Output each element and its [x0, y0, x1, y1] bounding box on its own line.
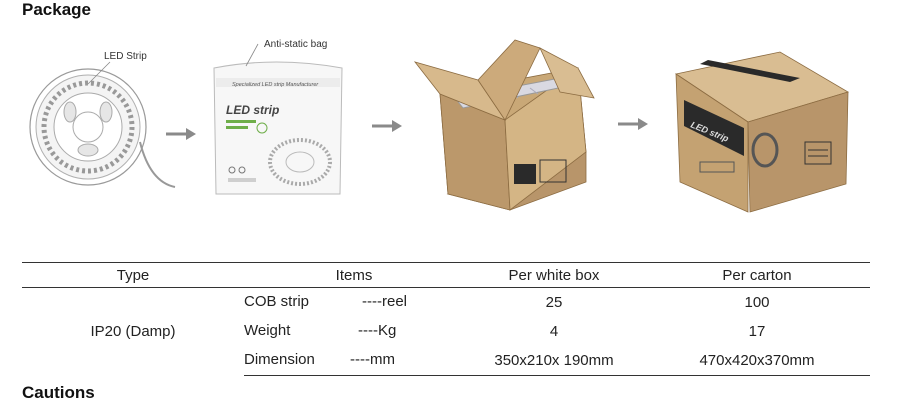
arrow-icon	[372, 120, 402, 132]
table-row: IP20 (Damp) COB strip ----reel 25 100	[22, 288, 870, 340]
package-heading: Package	[22, 0, 91, 19]
sealed-carton-box: LED strip	[674, 51, 849, 213]
led-strip-label: LED Strip	[104, 51, 147, 62]
item-name: Weight	[244, 322, 291, 339]
item-unit: ----mm	[350, 351, 395, 368]
header-items: Items	[244, 262, 464, 288]
item-cell: COB strip ----reel	[244, 288, 464, 318]
cautions-heading: Cautions	[22, 383, 95, 402]
header-per-white-box: Per white box	[464, 262, 644, 288]
table-row: Dimension ----mm 350x210x 190mm 470x420x…	[22, 346, 870, 376]
carton-value: 17	[748, 323, 766, 340]
arrow-icon	[618, 118, 648, 130]
package-table: Type Items Per white box Per carton IP20…	[22, 262, 870, 376]
header-type: Type	[22, 262, 244, 288]
white-box-value: 4	[549, 323, 559, 340]
led-strip-reel	[29, 61, 176, 188]
carton-value: 470x420x370mm	[644, 346, 870, 376]
anti-static-bag-label: Anti-static bag	[264, 39, 327, 50]
table-header-row: Type Items Per white box Per carton	[22, 262, 870, 288]
carton-value: 100	[744, 294, 770, 311]
bag-brand-text: Specialized LED strip Manufacturer	[232, 82, 319, 88]
type-cell: IP20 (Damp)	[90, 323, 176, 341]
package-illustration: LED Strip Specialized LED strip Manufact…	[29, 39, 849, 213]
header-per-carton: Per carton	[644, 262, 870, 288]
white-box-value: 350x210x 190mm	[464, 346, 644, 376]
anti-static-bag: Specialized LED strip Manufacturer LED s…	[213, 61, 343, 195]
white-box-value: 25	[545, 294, 563, 311]
open-carton-box	[413, 39, 595, 211]
item-name: COB strip	[244, 293, 310, 310]
item-cell: Dimension ----mm	[244, 346, 464, 376]
table-row: Weight ----Kg 4 17	[22, 317, 870, 346]
bag-logo-text: LED strip	[226, 103, 279, 117]
item-cell: Weight ----Kg	[244, 317, 464, 346]
arrow-icon	[166, 128, 196, 140]
item-unit: ----reel	[362, 293, 407, 310]
item-name: Dimension	[244, 351, 315, 368]
item-unit: ----Kg	[358, 322, 397, 339]
